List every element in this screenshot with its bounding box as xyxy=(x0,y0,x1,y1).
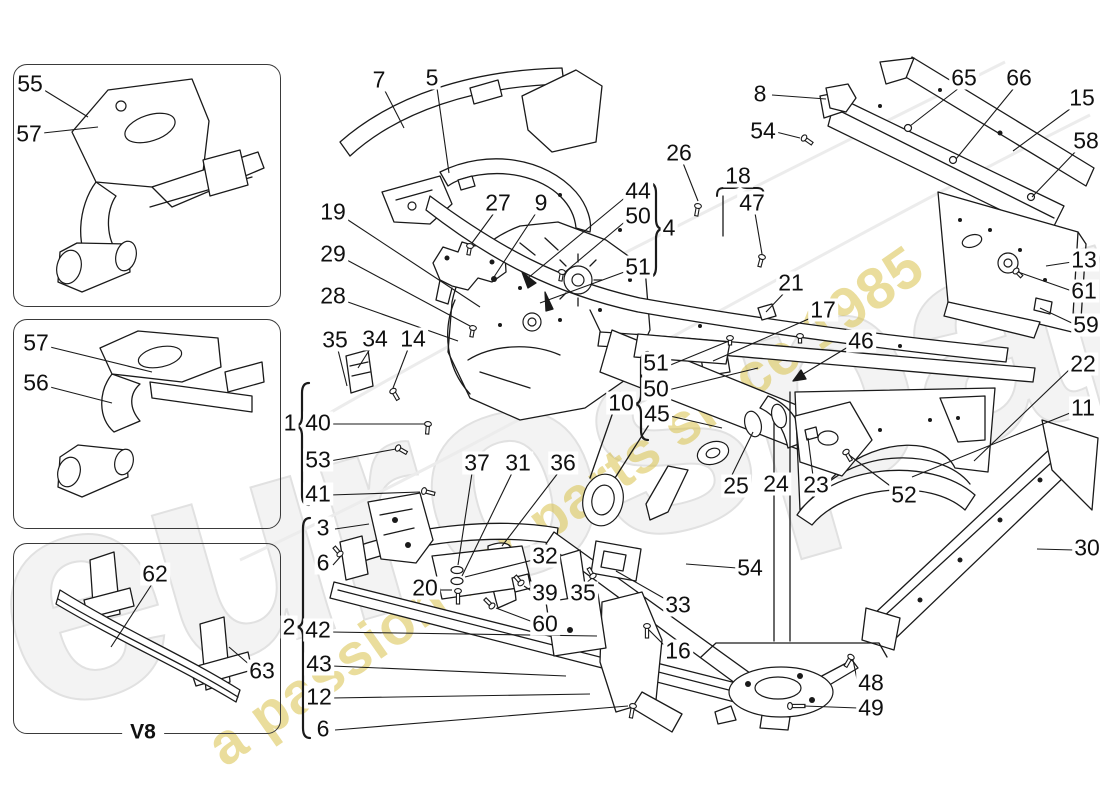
callout-37: 37 xyxy=(462,449,492,476)
callout-32: 32 xyxy=(530,542,560,569)
callout-63: 63 xyxy=(247,657,277,684)
callout-56: 56 xyxy=(21,369,51,396)
callout-48: 48 xyxy=(856,669,886,696)
callout-23: 23 xyxy=(801,471,831,498)
callout-58: 58 xyxy=(1071,127,1100,154)
callout-16: 16 xyxy=(663,637,693,664)
callout-24: 24 xyxy=(761,470,791,497)
callout-6: 6 xyxy=(314,549,332,576)
callout-54: 54 xyxy=(748,117,778,144)
callout-50: 50 xyxy=(623,202,653,229)
callout-35: 35 xyxy=(320,326,350,353)
engine-variant-label: V8 xyxy=(122,721,164,743)
callout-19: 19 xyxy=(318,198,348,225)
callout-43: 43 xyxy=(304,650,334,677)
callout-52: 52 xyxy=(889,481,919,508)
callout-35: 35 xyxy=(568,579,598,606)
callout-40: 40 xyxy=(303,409,333,436)
callout-29: 29 xyxy=(318,240,348,267)
callout-46: 46 xyxy=(846,327,876,354)
callout-57: 57 xyxy=(14,120,44,147)
callout-9: 9 xyxy=(532,189,550,216)
callout-3: 3 xyxy=(314,514,332,541)
callout-62: 62 xyxy=(140,560,170,587)
callout-17: 17 xyxy=(808,296,838,323)
callout-10: 10 xyxy=(606,389,636,416)
callout-50: 50 xyxy=(641,375,671,402)
callout-7: 7 xyxy=(370,66,388,93)
callout-12: 12 xyxy=(304,683,334,710)
callout-14: 14 xyxy=(398,325,428,352)
callout-51: 51 xyxy=(641,349,671,376)
callout-47: 47 xyxy=(737,189,767,216)
callout-30: 30 xyxy=(1072,534,1100,561)
callout-27: 27 xyxy=(483,189,513,216)
callout-31: 31 xyxy=(503,449,533,476)
callout-leader-lines xyxy=(42,87,1079,731)
callout-2: 2 xyxy=(280,613,298,640)
callout-61: 61 xyxy=(1069,277,1099,304)
callout-57: 57 xyxy=(21,329,51,356)
inset-box-top xyxy=(13,64,281,307)
callout-1: 1 xyxy=(281,409,299,436)
callout-4: 4 xyxy=(660,214,678,241)
callout-6: 6 xyxy=(314,715,332,742)
callout-55: 55 xyxy=(15,70,45,97)
callout-34: 34 xyxy=(360,325,390,352)
callout-11: 11 xyxy=(1069,394,1097,421)
callout-49: 49 xyxy=(856,694,886,721)
callout-42: 42 xyxy=(303,616,333,643)
callout-66: 66 xyxy=(1004,64,1034,91)
callout-26: 26 xyxy=(664,139,694,166)
callout-21: 21 xyxy=(776,269,806,296)
callout-51: 51 xyxy=(623,253,653,280)
callout-20: 20 xyxy=(410,574,440,601)
inset-box-middle xyxy=(13,319,281,529)
callout-39: 39 xyxy=(530,579,560,606)
callout-53: 53 xyxy=(303,446,333,473)
callout-22: 22 xyxy=(1068,350,1098,377)
callout-13: 13 xyxy=(1069,246,1099,273)
callout-8: 8 xyxy=(751,80,769,107)
callout-36: 36 xyxy=(548,449,578,476)
callout-59: 59 xyxy=(1071,311,1100,338)
callout-65: 65 xyxy=(949,64,979,91)
callout-54: 54 xyxy=(735,554,765,581)
callout-28: 28 xyxy=(318,282,348,309)
callout-5: 5 xyxy=(423,64,441,91)
callout-25: 25 xyxy=(721,472,751,499)
callout-15: 15 xyxy=(1067,84,1097,111)
callout-45: 45 xyxy=(642,400,672,427)
callout-33: 33 xyxy=(663,591,693,618)
callout-60: 60 xyxy=(530,610,560,637)
callout-44: 44 xyxy=(623,177,653,204)
callout-18: 18 xyxy=(723,162,753,189)
fastener-glyphs xyxy=(56,88,1047,719)
callout-41: 41 xyxy=(303,480,333,507)
